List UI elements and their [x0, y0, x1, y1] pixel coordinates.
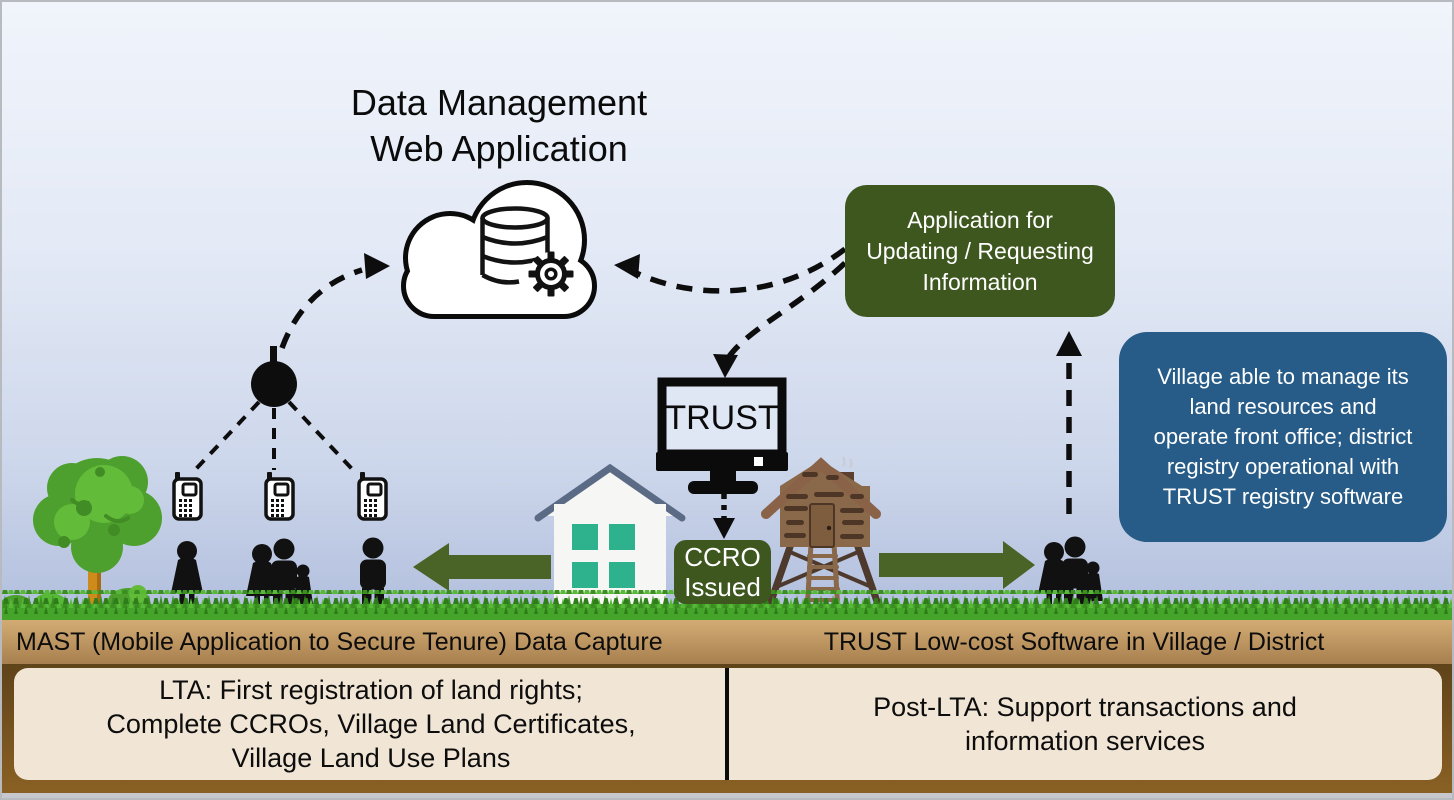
- village-box-line: registry operational with: [1166, 454, 1400, 479]
- mobile-phone-icon: [264, 470, 295, 521]
- arrowhead-into-monitor: [713, 354, 738, 378]
- title-line-1: Data Management: [350, 82, 648, 123]
- ground-label-strip: MAST (Mobile Application to Secure Tenur…: [2, 620, 1452, 664]
- stilt-hut-icon: [759, 456, 887, 615]
- app-box-line: Information: [922, 268, 1038, 295]
- lta-line: Village Land Use Plans: [231, 743, 511, 773]
- network-hub-icon: [251, 346, 297, 407]
- arrow-left-icon: [413, 543, 551, 591]
- ccro-issued-box: CCRO Issued: [674, 540, 771, 604]
- application-update-request-box: Application for Updating / Requesting In…: [845, 185, 1115, 317]
- post-lta-summary: Post-LTA: Support transactions and infor…: [728, 668, 1442, 780]
- ccro-box-line: Issued: [684, 572, 761, 602]
- monitor-icon: TRUST: [656, 377, 788, 494]
- mobile-phone-icon: [172, 470, 203, 521]
- arrowhead-down-small: [713, 518, 735, 539]
- mobile-phone-icon: [357, 470, 388, 521]
- title-line-2: Web Application: [370, 128, 628, 169]
- arrowhead-into-cloud-right: [614, 254, 640, 279]
- post-lta-line: Post-LTA: Support transactions and: [873, 692, 1297, 722]
- app-box-line: Application for: [907, 206, 1053, 233]
- tree-icon: [33, 456, 162, 608]
- app-box-line: Updating / Requesting: [866, 237, 1094, 264]
- village-box-line: Village able to manage its: [1157, 364, 1409, 389]
- village-capability-box: Village able to manage its land resource…: [1119, 332, 1447, 542]
- page-title: Data Management Web Application: [259, 80, 739, 172]
- bottom-band: LTA: First registration of land rights; …: [2, 664, 1452, 793]
- trust-strip-label: TRUST Low-cost Software in Village / Dis…: [823, 627, 1325, 656]
- monitor-screen-label: TRUST: [665, 399, 778, 437]
- arrowhead-up: [1056, 331, 1082, 356]
- bottom-divider: [725, 668, 729, 780]
- village-box-line: operate front office; district: [1153, 424, 1413, 449]
- post-lta-line: information services: [964, 726, 1206, 756]
- dashed-arrow-appbox-to-monitor: [725, 260, 847, 360]
- gear-icon: [528, 251, 574, 297]
- ccro-box-line: CCRO: [684, 542, 761, 572]
- village-box-line: land resources and: [1189, 394, 1377, 419]
- bottom-border-strip: [2, 793, 1452, 798]
- arrow-right-icon: [879, 541, 1035, 589]
- dashed-arrow-hub-to-cloud: [279, 267, 363, 349]
- dashed-arrow-appbox-to-cloud: [628, 246, 847, 294]
- cloud-database-icon: [401, 180, 597, 319]
- lta-line: Complete CCROs, Village Land Certificate…: [106, 709, 636, 739]
- network-links: [193, 400, 355, 472]
- mast-strip-label: MAST (Mobile Application to Secure Tenur…: [16, 627, 663, 656]
- house-icon: [534, 463, 686, 608]
- arrowhead-into-cloud-left: [364, 253, 390, 279]
- log-lines: [784, 472, 864, 539]
- village-box-line: TRUST registry software: [1162, 484, 1404, 509]
- house-windows: [572, 524, 635, 588]
- phase-summary-box: LTA: First registration of land rights; …: [14, 668, 1442, 780]
- lta-line: LTA: First registration of land rights;: [159, 675, 583, 705]
- lta-summary: LTA: First registration of land rights; …: [14, 668, 728, 780]
